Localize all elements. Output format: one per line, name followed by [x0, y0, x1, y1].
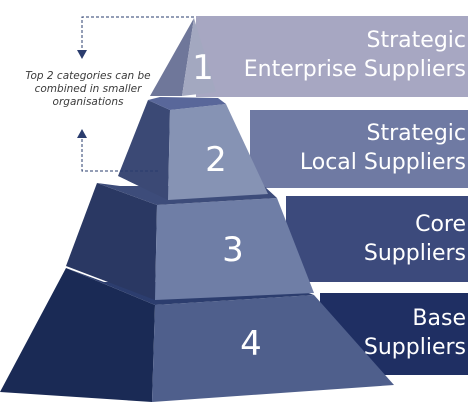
tier-band-3 [286, 196, 468, 282]
note-bracket-top [81, 16, 194, 54]
tier-2-number: 2 [205, 140, 227, 180]
down-arrow-icon [77, 50, 87, 59]
tier-3-front-face [155, 198, 314, 300]
tier-2-label: Strategic Local Suppliers [300, 119, 466, 177]
tier-1-label-line-1: Strategic [366, 28, 466, 53]
tier-3-left-face [66, 183, 157, 300]
tier-2-label-line-1: Strategic [366, 121, 466, 146]
tier-1-number: 1 [192, 48, 214, 88]
tier-4-label-line-2: Suppliers [363, 335, 466, 360]
combine-categories-note: Top 2 categories can be combined in smal… [12, 70, 164, 109]
tier-3-label-line-2: Suppliers [363, 241, 466, 266]
tier-3-number: 3 [222, 230, 244, 270]
tier-1-front-face [182, 18, 216, 96]
tier-band-1 [196, 16, 468, 97]
tier-2-top-rim [148, 97, 226, 110]
tier-4-front-face [152, 295, 394, 402]
tier-band-2 [250, 110, 468, 188]
note-line-1: Top 2 categories can be [25, 70, 151, 82]
tier-2-label-line-2: Local Suppliers [299, 150, 466, 175]
tier-1-label: Strategic Enterprise Suppliers [244, 26, 466, 84]
tier-4-label: Base Suppliers [364, 304, 466, 362]
up-arrow-icon [77, 129, 87, 138]
tier-4-number: 4 [240, 324, 262, 364]
note-bracket-bottom [81, 134, 158, 172]
tier-1-label-line-2: Enterprise Suppliers [243, 57, 466, 82]
tier-2-left-face [118, 100, 170, 200]
tier-4-label-line-1: Base [412, 306, 466, 331]
tier-3-label: Core Suppliers [364, 210, 466, 268]
tier-2-front-face [168, 104, 268, 200]
tier-4-left-face [0, 268, 155, 402]
note-line-3: organisations [52, 96, 124, 108]
tier-1-left-face [150, 18, 194, 96]
tier-3-label-line-1: Core [415, 212, 466, 237]
note-line-2: combined in smaller [34, 83, 142, 95]
